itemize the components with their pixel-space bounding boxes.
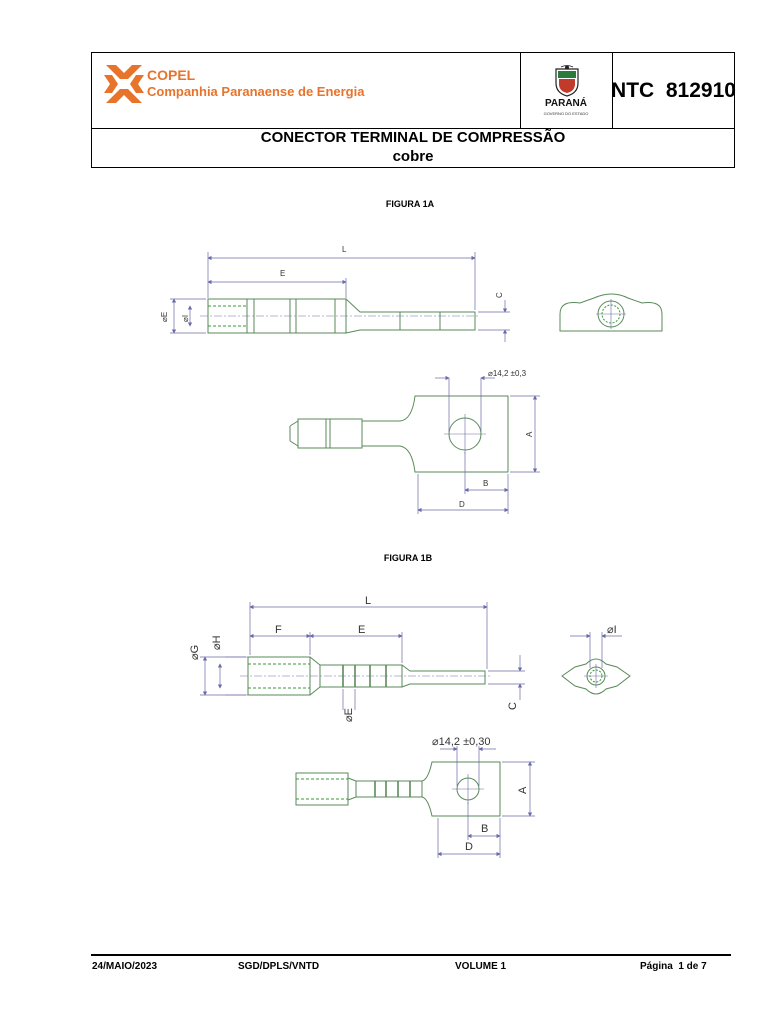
fig1b-top-dims xyxy=(437,746,535,858)
fig1a-dim-L: L xyxy=(342,245,347,254)
fig1a-dim-B: B xyxy=(483,479,488,488)
fig1a-top-dims xyxy=(417,375,540,514)
fig1b-dim-phiI: ⌀I xyxy=(607,624,617,636)
fig1b-dim-F: F xyxy=(275,624,282,636)
fig1a-dim-E: E xyxy=(280,269,285,278)
figure-1b-label: FIGURA 1B xyxy=(383,553,433,563)
doc-subtitle: cobre xyxy=(392,148,434,165)
footer-volume: VOLUME 1 xyxy=(455,961,507,972)
fig1a-dim-D: D xyxy=(459,500,465,509)
figure-1a-label: FIGURA 1A xyxy=(385,199,435,209)
fig1a-dim-phiE: ⌀E xyxy=(160,312,169,322)
parana-seal-icon xyxy=(555,65,579,97)
seal-subtitle: GOVERNO DO ESTADO xyxy=(543,111,589,116)
copel-logo-cell: COPEL Companhia Paranaense de Energia xyxy=(92,53,521,128)
fig1b-dim-D: D xyxy=(465,841,473,853)
fig1a-dim-C: C xyxy=(495,292,504,298)
footer-department: SGD/DPLS/VNTD xyxy=(238,961,320,972)
footer-date: 24/MAIO/2023 xyxy=(92,961,158,972)
fig1b-side-dims xyxy=(200,602,525,710)
doc-title: CONECTOR TERMINAL DE COMPRESSÃO xyxy=(260,129,566,146)
fig1b-top-view xyxy=(295,761,501,817)
fig1b-dim-hole: ⌀14,2 ±0,30 xyxy=(432,736,491,748)
fig1b-dim-B: B xyxy=(481,823,488,835)
footer-rule xyxy=(91,954,731,956)
company-full-name: Companhia Paranaense de Energia xyxy=(147,84,365,99)
fig1a-dim-hole: ⌀14,2 ±0,3 xyxy=(488,369,527,378)
fig1a-end-view xyxy=(559,293,663,332)
fig1b-dim-C: C xyxy=(507,702,519,710)
seal-name: PARANÁ xyxy=(544,98,588,109)
footer-page-number: Página 1 de 7 xyxy=(640,961,707,972)
copel-logo-icon xyxy=(104,65,144,103)
fig1b-dim-E: E xyxy=(358,624,365,636)
header-top-row: COPEL Companhia Paranaense de Energia PA… xyxy=(92,53,736,129)
fig1a-dim-phiI: ⌀I xyxy=(181,315,190,322)
document-header: COPEL Companhia Paranaense de Energia PA… xyxy=(91,52,736,168)
parana-seal-cell: PARANÁ GOVERNO DO ESTADO xyxy=(520,53,613,128)
fig1b-dim-phiG: ⌀G xyxy=(189,645,201,660)
fig1a-side-view xyxy=(200,298,480,334)
fig1b-end-view xyxy=(561,658,631,695)
fig1b-dim-L: L xyxy=(365,595,371,607)
fig1a-top-view xyxy=(289,395,509,473)
fig1a-side-dims xyxy=(170,252,510,342)
fig1b-end-dims xyxy=(570,632,622,668)
fig1b-dim-A: A xyxy=(517,786,529,794)
fig1b-dim-phiH: ⌀H xyxy=(211,635,223,650)
fig1a-dim-A: A xyxy=(525,431,534,437)
fig1b-dim-phiE: ⌀E xyxy=(343,708,355,722)
fig1b-side-view xyxy=(225,656,490,696)
company-short-name: COPEL xyxy=(147,67,196,83)
doc-code: NTC 812910 xyxy=(611,78,736,102)
